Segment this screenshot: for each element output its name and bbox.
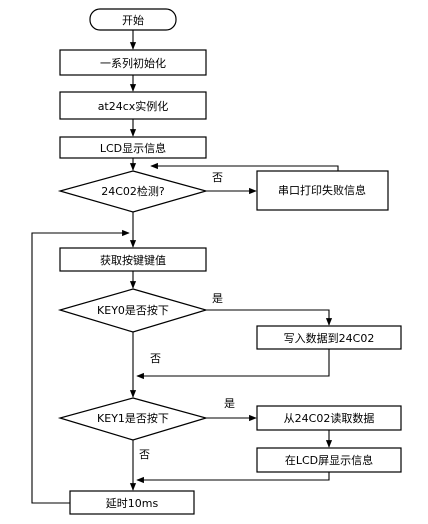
- node-write-24c02-label: 写入数据到24C02: [284, 331, 375, 345]
- arrow-serial-back-to-lcd: [150, 162, 339, 171]
- label-key1-no: 否: [139, 448, 150, 461]
- decision-key1-label: KEY1是否按下: [97, 411, 169, 425]
- node-get-key: 获取按键键值: [59, 247, 207, 272]
- decision-key0-label: KEY0是否按下: [97, 303, 169, 317]
- label-key1-yes: 是: [224, 397, 235, 410]
- node-serial-fail-label: 串口打印失败信息: [278, 183, 366, 197]
- node-init: 一系列初始化: [59, 49, 207, 76]
- node-start-label: 开始: [122, 13, 144, 27]
- node-delay: 延时10ms: [69, 490, 195, 515]
- node-at24cx-init: at24cx实例化: [59, 91, 207, 120]
- decision-key0: KEY0是否按下: [57, 288, 209, 333]
- decision-key1: KEY1是否按下: [57, 397, 209, 441]
- arrow-lcd-back-to-main: [136, 472, 330, 484]
- node-write-24c02: 写入数据到24C02: [256, 325, 402, 350]
- node-get-key-label: 获取按键键值: [100, 253, 166, 267]
- arrow-write-back-to-main: [136, 349, 330, 380]
- arrow-delay-loop-back: [31, 229, 130, 504]
- label-key0-no: 否: [150, 352, 161, 365]
- arrow-key0-yes-to-write: [206, 309, 333, 326]
- connectors: [31, 30, 339, 504]
- label-key0-yes: 是: [212, 292, 223, 305]
- node-serial-fail: 串口打印失败信息: [256, 170, 389, 211]
- decision-check-24c02: 24C02检测?: [57, 170, 209, 213]
- decision-check-24c02-label: 24C02检测?: [101, 184, 165, 198]
- node-read-24c02-label: 从24C02读取数据: [284, 411, 375, 425]
- node-read-24c02: 从24C02读取数据: [256, 405, 402, 431]
- node-lcd-show-label: LCD显示信息: [100, 141, 166, 155]
- node-start: 开始: [89, 8, 177, 31]
- node-init-label: 一系列初始化: [100, 56, 166, 70]
- node-lcd-display-label: 在LCD屏显示信息: [285, 453, 373, 467]
- node-at24cx-init-label: at24cx实例化: [98, 99, 169, 113]
- node-delay-label: 延时10ms: [106, 497, 159, 510]
- label-check-no: 否: [212, 171, 223, 184]
- node-lcd-show: LCD显示信息: [59, 136, 207, 159]
- node-lcd-display: 在LCD屏显示信息: [256, 447, 402, 473]
